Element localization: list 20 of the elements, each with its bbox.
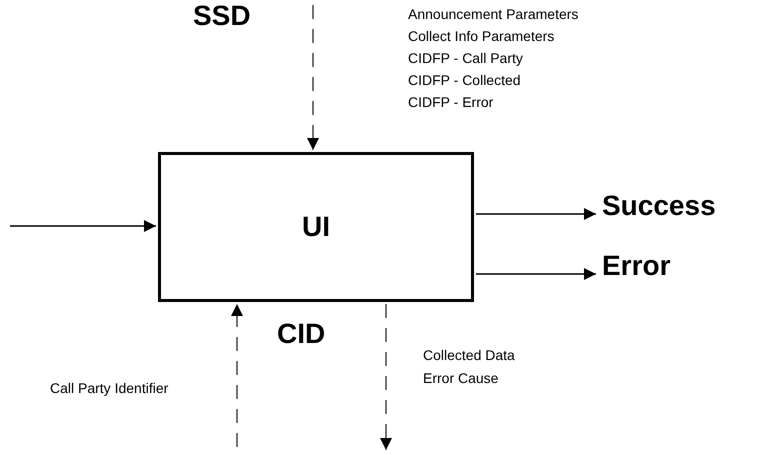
output-label: Error	[602, 250, 670, 282]
arrow	[231, 304, 243, 448]
arrow	[476, 208, 596, 220]
arrow	[10, 220, 156, 232]
arrow	[476, 268, 596, 280]
parameter-label: CIDFP - Call Party	[408, 50, 523, 66]
section-label: CID	[277, 318, 326, 350]
process-box	[158, 152, 474, 302]
box-title: UI	[302, 211, 330, 243]
section-label: SSD	[193, 0, 251, 32]
parameter-label: Announcement Parameters	[408, 6, 578, 22]
parameter-label: Collected Data	[423, 347, 515, 363]
parameter-label: CIDFP - Collected	[408, 72, 521, 88]
parameter-label: Collect Info Parameters	[408, 28, 554, 44]
output-label: Success	[602, 190, 716, 222]
arrow	[380, 304, 392, 450]
arrow	[307, 4, 319, 150]
parameter-label: Call Party Identifier	[50, 380, 168, 396]
parameter-label: Error Cause	[423, 370, 498, 386]
parameter-label: CIDFP - Error	[408, 94, 494, 110]
